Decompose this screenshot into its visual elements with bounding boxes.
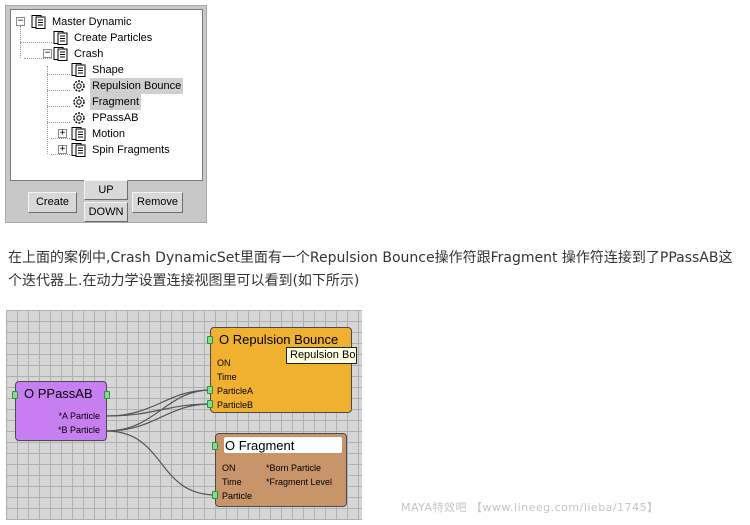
port-time: Time <box>217 372 237 382</box>
pin-repulsion-particlea[interactable] <box>207 386 213 394</box>
tree-item-label: Spin Fragments <box>92 144 170 156</box>
tree-expand-toggle[interactable]: + <box>58 144 67 154</box>
port-particlea: ParticleA <box>217 386 254 396</box>
port-particle: Particle <box>222 491 253 501</box>
port-on: ON <box>222 463 236 473</box>
port-fragment-level: *Fragment Level <box>266 477 333 487</box>
tree-connector <box>20 42 52 43</box>
pin-fragment-in[interactable] <box>212 442 218 450</box>
node-title: O PPassAB <box>24 386 93 401</box>
port-b-particle: *B Particle <box>57 425 100 435</box>
tree-item-label: Create Particles <box>74 32 153 44</box>
tree-connector <box>47 106 70 107</box>
document-icon <box>71 127 86 141</box>
document-icon <box>53 47 68 61</box>
gear-icon <box>73 112 85 124</box>
node-ppassab[interactable]: O PPassAB *A Particle *B Particle <box>15 381 107 441</box>
pin-fragment-particle[interactable] <box>212 491 218 499</box>
tree-connector <box>51 138 70 139</box>
port-born-particle: *Born Particle <box>266 463 322 473</box>
wire-layer <box>105 389 217 496</box>
node-title-bar <box>224 437 342 453</box>
tree-collapse-toggle[interactable]: − <box>16 16 25 26</box>
tree-item-label: Motion <box>92 128 126 140</box>
tree-connector <box>47 122 70 123</box>
pin-repulsion-in[interactable] <box>207 336 213 344</box>
tree-collapse-toggle[interactable]: − <box>43 48 52 58</box>
tree-item-label: Crash <box>74 48 104 60</box>
pin-repulsion-particleb[interactable] <box>207 400 213 408</box>
document-icon <box>71 143 86 157</box>
node-tooltip: Repulsion Bounce <box>286 347 357 364</box>
tree-expand-toggle[interactable]: + <box>58 128 67 138</box>
gear-icon <box>73 96 85 108</box>
pin-ppassab-out[interactable] <box>104 391 110 399</box>
tree-item-label: Repulsion Bounce <box>90 78 184 94</box>
tree-connector <box>47 66 48 154</box>
tree-connector <box>47 74 70 75</box>
port-particleb: ParticleB <box>217 400 254 410</box>
tree-item-label: PPassAB <box>92 112 139 124</box>
gear-icon <box>73 80 85 92</box>
tree-connector <box>47 90 70 91</box>
wire-b-to-particleb <box>105 403 212 432</box>
dynamics-tree-view[interactable]: − − + + Master Dynamic Create Particles … <box>10 9 203 181</box>
create-button[interactable]: Create <box>28 192 77 213</box>
document-icon <box>53 31 68 45</box>
node-fragment[interactable]: O Fragment ON Time Particle *Born Partic… <box>215 433 347 507</box>
wire-b-to-fragment-particle <box>105 430 217 496</box>
document-icon <box>31 15 46 29</box>
tree-item-label: Master Dynamic <box>52 16 132 28</box>
tree-item-label: Fragment <box>90 94 142 110</box>
pin-ppassab-in[interactable] <box>12 391 18 399</box>
down-button[interactable]: DOWN <box>84 202 128 222</box>
node-title: O Repulsion Bounce <box>219 332 339 347</box>
port-on: ON <box>217 358 231 368</box>
tree-item-label: Shape <box>92 64 124 76</box>
document-icon <box>71 63 86 77</box>
node-repulsion-bounce[interactable]: O Repulsion Bounce ON Time ParticleA Par… <box>210 327 352 413</box>
wire-b-to-particlea <box>105 389 212 432</box>
description-text: 在上面的案例中,Crash DynamicSet里面有一个Repulsion B… <box>8 250 733 289</box>
tree-connector <box>24 58 52 59</box>
port-time: Time <box>222 477 242 487</box>
remove-button[interactable]: Remove <box>132 192 183 213</box>
dynamics-node-graph[interactable]: O PPassAB *A Particle *B Particle O Repu… <box>6 310 362 520</box>
node-title: O Fragment <box>225 438 295 453</box>
tree-connector <box>51 154 70 155</box>
port-a-particle: *A Particle <box>58 411 100 421</box>
watermark: MAYA特效吧 【www.lineeg.com/lieba/1745】 <box>401 501 659 514</box>
dynamics-tree-panel: − − + + Master Dynamic Create Particles … <box>5 5 207 223</box>
up-button[interactable]: UP <box>84 180 128 200</box>
